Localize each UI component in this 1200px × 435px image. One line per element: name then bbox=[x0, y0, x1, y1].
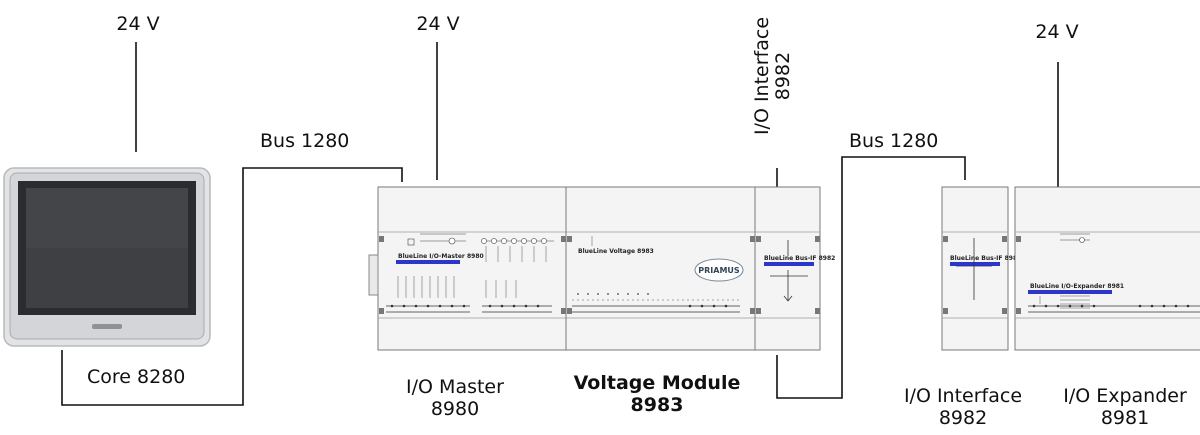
priamus-logo: PRIAMUS bbox=[698, 266, 740, 275]
power-label-expander: 24 V bbox=[1035, 21, 1079, 43]
voltage-module-label: BlueLine Voltage 8983 bbox=[578, 248, 654, 255]
din-module-group: BlueLine I/O-Master 8980 bbox=[368, 186, 835, 351]
busif-module-label: BlueLine Bus-IF 8982 bbox=[764, 255, 835, 262]
busif-module-2: BlueLine Bus-IF 8982 bbox=[941, 186, 1021, 351]
bus-wire-right bbox=[776, 156, 966, 399]
voltage-module-caption: Voltage Module 8983 bbox=[567, 372, 747, 417]
io-interface-top-line1: I/O Interface bbox=[751, 16, 773, 136]
io-expander-line1: I/O Expander bbox=[1063, 385, 1187, 407]
io-expander-line2: 8981 bbox=[1100, 406, 1150, 429]
io-interface-bottom-line1: I/O Interface bbox=[903, 385, 1023, 407]
voltage-module-line2: 8983 bbox=[630, 393, 684, 416]
expander-module-label: BlueLine I/O-Expander 8981 bbox=[1030, 283, 1124, 290]
io-interface-top-line2: 8982 bbox=[771, 51, 794, 101]
power-label-core: 24 V bbox=[116, 13, 160, 35]
voltage-module-line1: Voltage Module bbox=[573, 372, 741, 394]
bus-label-left: Bus 1280 bbox=[260, 130, 350, 152]
io-master-line2: 8980 bbox=[430, 397, 480, 420]
io-master-line1: I/O Master bbox=[406, 376, 504, 398]
busif2-module-label: BlueLine Bus-IF 8982 bbox=[950, 255, 1021, 262]
wires bbox=[61, 42, 1059, 406]
bus-label-right: Bus 1280 bbox=[849, 130, 939, 152]
core-label: Core 8280 bbox=[87, 366, 186, 388]
bus-wire-left bbox=[61, 167, 403, 406]
power-label-master: 24 V bbox=[416, 13, 460, 35]
io-master-label: I/O Master 8980 bbox=[395, 376, 515, 421]
io-interface-bottom-line2: 8982 bbox=[938, 406, 988, 429]
io-interface-bottom-label: I/O Interface 8982 bbox=[893, 385, 1033, 430]
master-module-label: BlueLine I/O-Master 8980 bbox=[398, 253, 484, 260]
io-expander-module: BlueLine I/O-Expander 8981 bbox=[1014, 186, 1200, 351]
io-expander-label: I/O Expander 8981 bbox=[1050, 385, 1200, 430]
core-panel-pc bbox=[3, 167, 211, 347]
io-interface-top-label: I/O Interface 8982 bbox=[751, 4, 794, 148]
